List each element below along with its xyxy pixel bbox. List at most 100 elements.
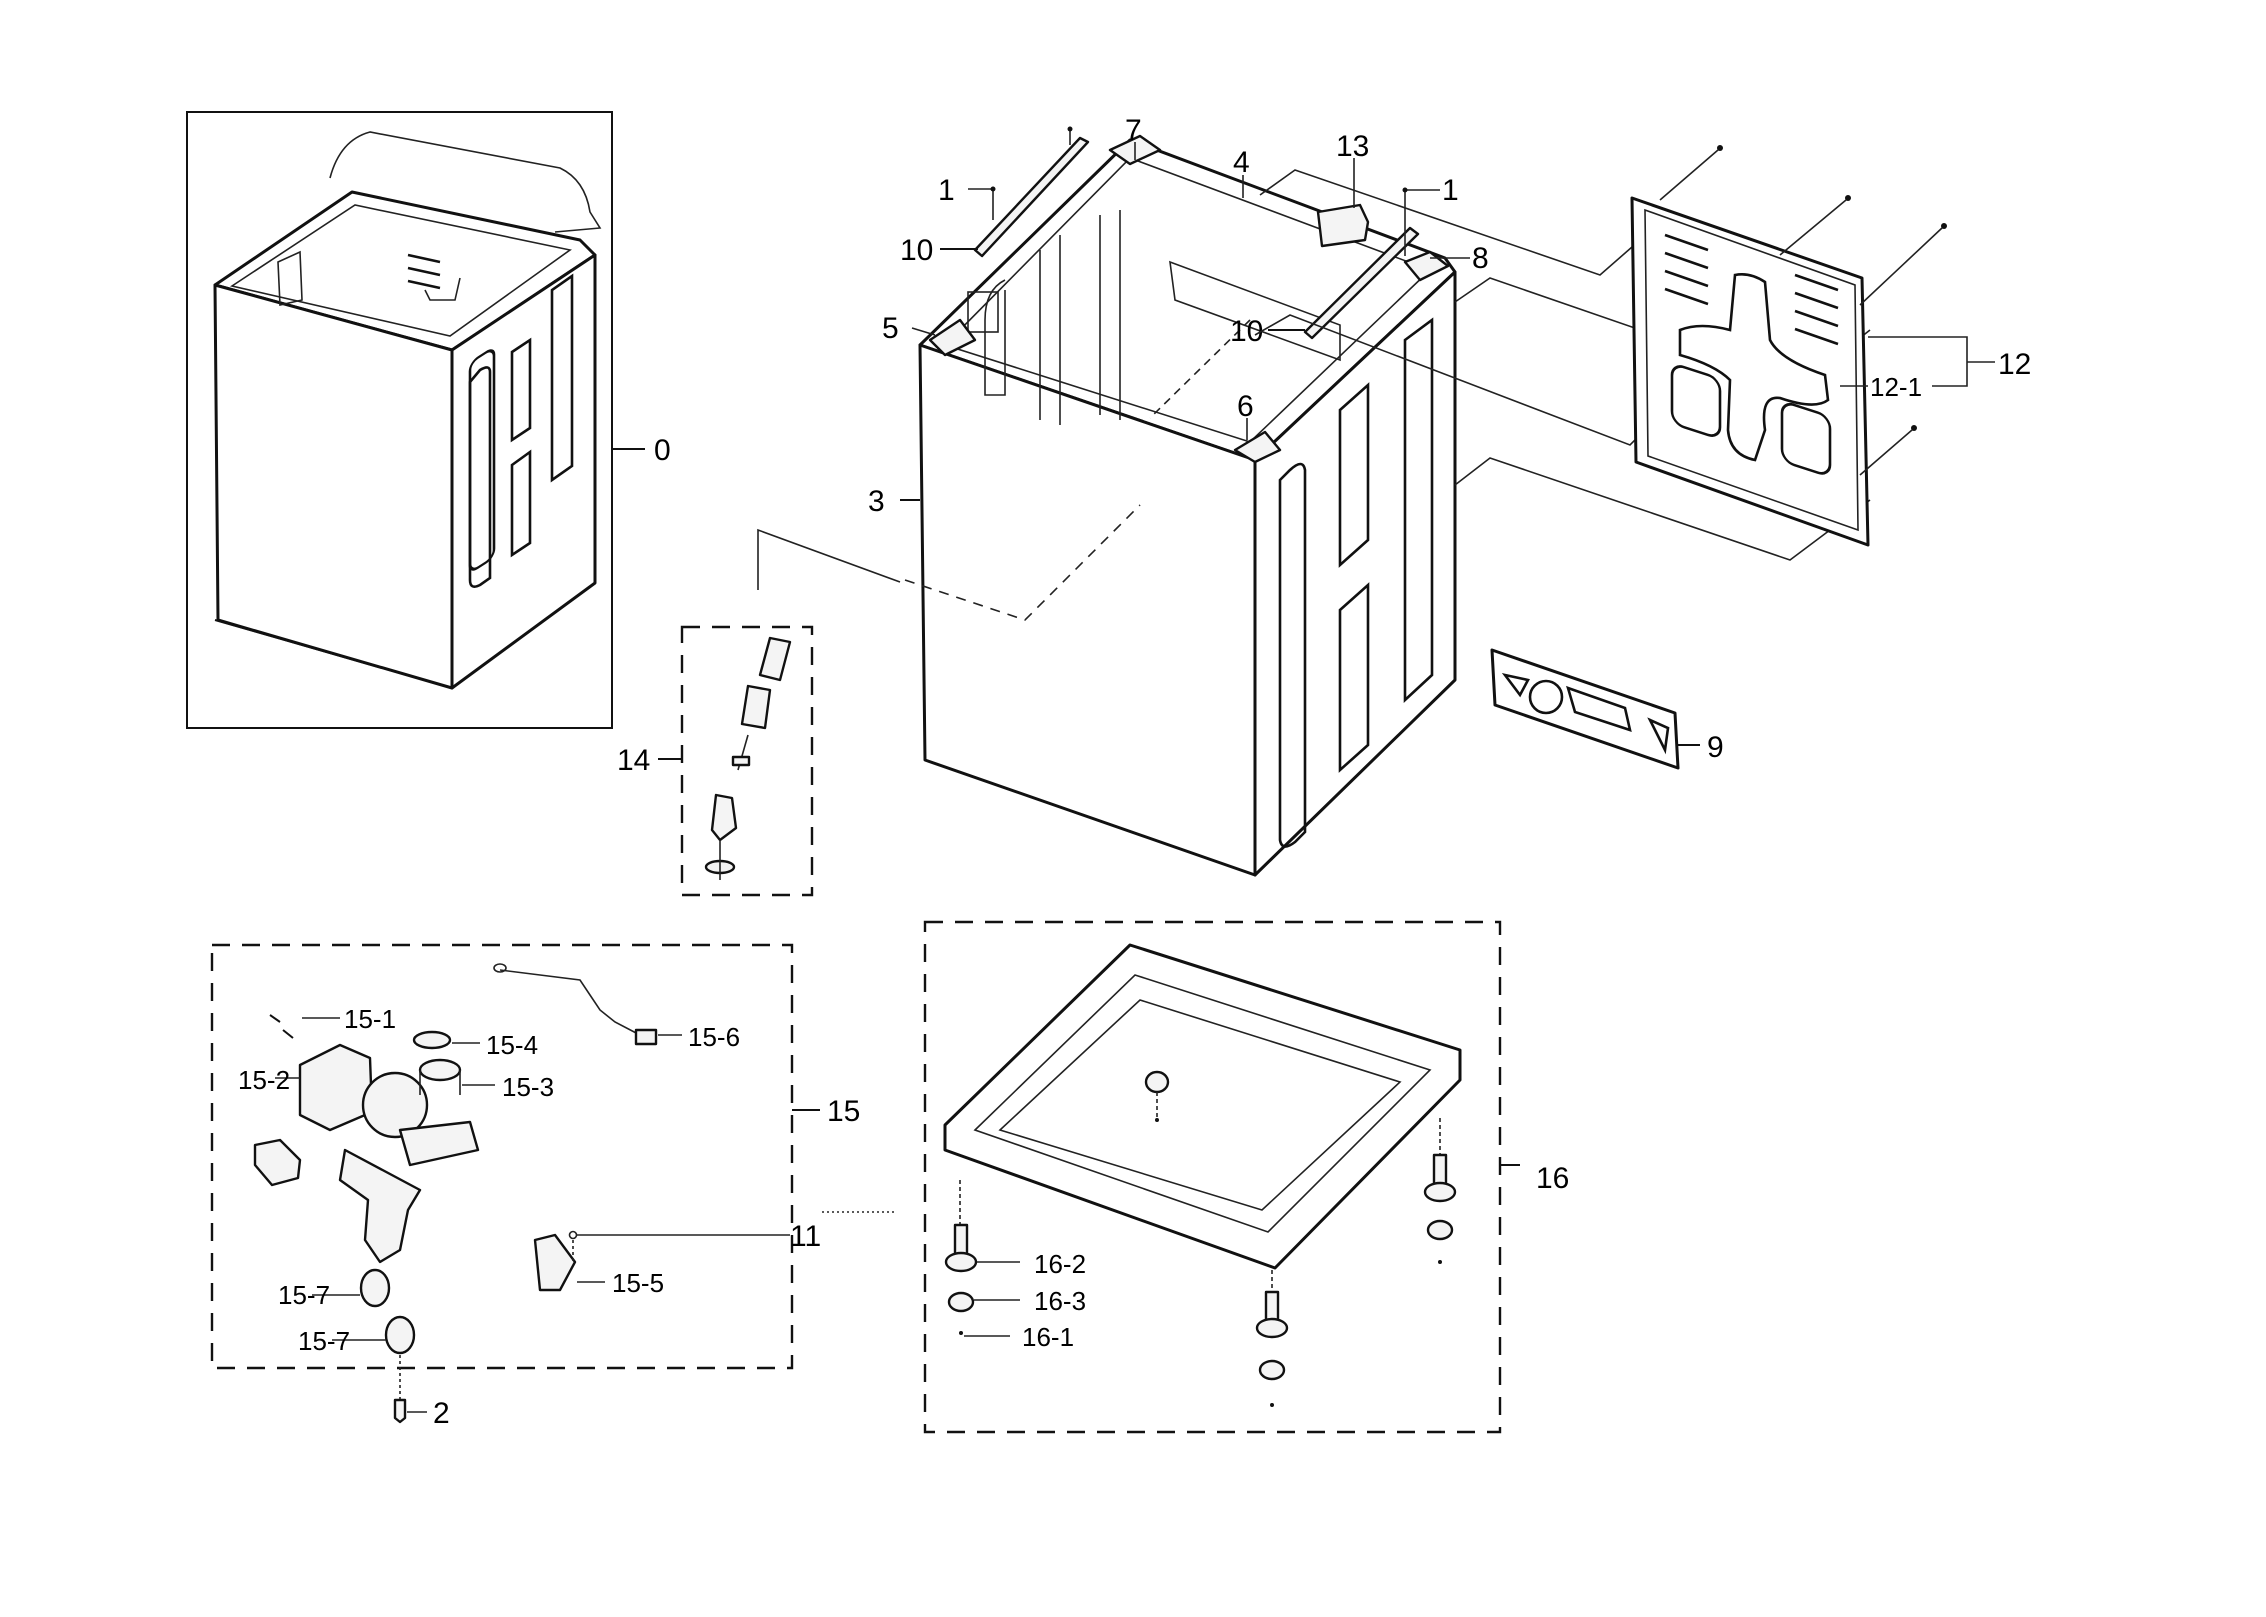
inner-slot xyxy=(407,253,441,264)
callout-1a: 1 xyxy=(938,174,955,207)
callout-1b: 1 xyxy=(1442,174,1459,207)
assembly-15-frame xyxy=(210,943,794,1370)
part-15-4 xyxy=(412,1030,452,1050)
callout-16: 16 xyxy=(1536,1162,1569,1195)
part-15-7b xyxy=(384,1315,416,1355)
back-panel-pocket-right xyxy=(1780,402,1832,475)
side-emboss-c xyxy=(510,449,532,558)
callout-12: 12 xyxy=(1998,348,2031,381)
screw-line xyxy=(1859,227,1943,306)
cabinet-3-emboss-c xyxy=(1338,582,1370,773)
side-emboss-b xyxy=(510,337,532,443)
hidden-line xyxy=(1149,319,1251,419)
screw-1a xyxy=(990,186,996,192)
leader-1a xyxy=(968,188,994,220)
hose-elbow xyxy=(710,793,738,842)
assembly-line-1 xyxy=(1259,169,1641,276)
part-8-corner xyxy=(1403,250,1450,282)
inner-bumper xyxy=(967,291,999,333)
callout-13: 13 xyxy=(1336,130,1369,163)
callout-15: 15 xyxy=(827,1095,860,1128)
leg-16-3-b xyxy=(1258,1359,1286,1381)
callout-9: 9 xyxy=(1707,731,1724,764)
back-panel-slots-right xyxy=(1794,273,1839,346)
leader-5 xyxy=(911,327,936,336)
screw-head xyxy=(1067,126,1073,132)
leg-base-b xyxy=(1255,1317,1289,1339)
top-cover-outline xyxy=(329,131,602,233)
part-15-2-motor xyxy=(298,1043,374,1132)
cabinet-opening xyxy=(229,204,572,337)
assembly-15: 15-1 15-2 15-3 15-4 15-6 15-5 11 xyxy=(210,943,860,1370)
screw-1b xyxy=(1402,187,1408,193)
back-panel-inner xyxy=(1644,208,1859,532)
pump-cover xyxy=(253,1138,302,1187)
center-grommet xyxy=(1144,1070,1170,1094)
inner-bracket xyxy=(424,277,461,301)
back-panel-12-part xyxy=(1630,196,1870,547)
base-front-edge xyxy=(944,1149,1276,1269)
callout-6: 6 xyxy=(1237,390,1254,423)
part-15-7a xyxy=(359,1268,391,1308)
part-2-screw xyxy=(393,1398,407,1424)
base-frame xyxy=(943,943,1462,1270)
back-panel-pocket-left xyxy=(1670,365,1722,437)
part-15-6-plug xyxy=(634,1028,658,1046)
cabinet-3-emboss-b xyxy=(1338,382,1370,568)
assembly-0-frame xyxy=(186,111,613,729)
inner-channel-left xyxy=(984,279,1006,396)
base-side-edge xyxy=(1274,1079,1461,1269)
cabinet-3: 3 xyxy=(868,134,1457,877)
callout-15-4: 15-4 xyxy=(486,1030,538,1060)
back-panel-emboss xyxy=(1678,273,1830,462)
assembly-16-frame xyxy=(923,920,1502,1434)
screw-head xyxy=(1717,145,1723,151)
leg-16-3-c xyxy=(1426,1219,1454,1241)
hose-coupler xyxy=(758,636,792,682)
screw-16-1-c xyxy=(1438,1260,1442,1264)
callout-5: 5 xyxy=(882,312,899,345)
side-emboss-a xyxy=(468,366,492,588)
callout-7: 7 xyxy=(1125,114,1142,147)
screw-line xyxy=(1779,199,1847,256)
callout-4: 4 xyxy=(1233,146,1250,179)
inner-slot xyxy=(407,279,441,290)
callout-15-7a: 15-7 xyxy=(278,1280,330,1310)
pump-housing xyxy=(361,1071,429,1139)
leg-base-c xyxy=(1423,1181,1457,1203)
pump-outlet xyxy=(398,1120,480,1167)
back-panel-12: 12 12-1 xyxy=(1630,145,2031,547)
screw-16-1-a xyxy=(959,1331,963,1335)
callout-16-3: 16-3 xyxy=(1034,1286,1086,1316)
screw-head xyxy=(1911,425,1917,431)
part-11-screw xyxy=(568,1230,578,1240)
hidden-line xyxy=(904,504,1141,621)
leg-16-2-b xyxy=(1264,1290,1280,1322)
assembly-16: 16-2 16-3 16-1 16 xyxy=(923,920,1569,1434)
inner-back-panel xyxy=(1169,260,1341,362)
callout-0: 0 xyxy=(654,434,671,467)
callout-16-1: 16-1 xyxy=(1022,1322,1074,1352)
callout-3: 3 xyxy=(868,485,885,518)
inner-posts xyxy=(1039,210,1121,425)
callout-15-5: 15-5 xyxy=(612,1268,664,1298)
rail-10-right-part xyxy=(1303,226,1420,340)
part-13-bracket xyxy=(1316,203,1370,248)
callout-10a: 10 xyxy=(900,234,933,267)
callout-15-2: 15-2 xyxy=(238,1065,290,1095)
assembly-14-frame xyxy=(680,625,814,897)
screw-head xyxy=(1941,223,1947,229)
rail-10-right: 1 10 xyxy=(1230,174,1459,348)
callout-16-2: 16-2 xyxy=(1034,1249,1086,1279)
inner-slot xyxy=(407,266,441,277)
base-frame-opening xyxy=(998,999,1402,1211)
wire-connector xyxy=(493,963,507,973)
part-15-3-body xyxy=(419,1070,461,1095)
screw-line xyxy=(1859,429,1913,476)
rail-10-left: 1 10 xyxy=(900,126,1090,267)
bracket-9-hole xyxy=(1528,679,1564,715)
leg-16-3-a xyxy=(947,1291,975,1313)
hose-nut xyxy=(740,684,772,730)
callout-12-1: 12-1 xyxy=(1870,372,1922,402)
